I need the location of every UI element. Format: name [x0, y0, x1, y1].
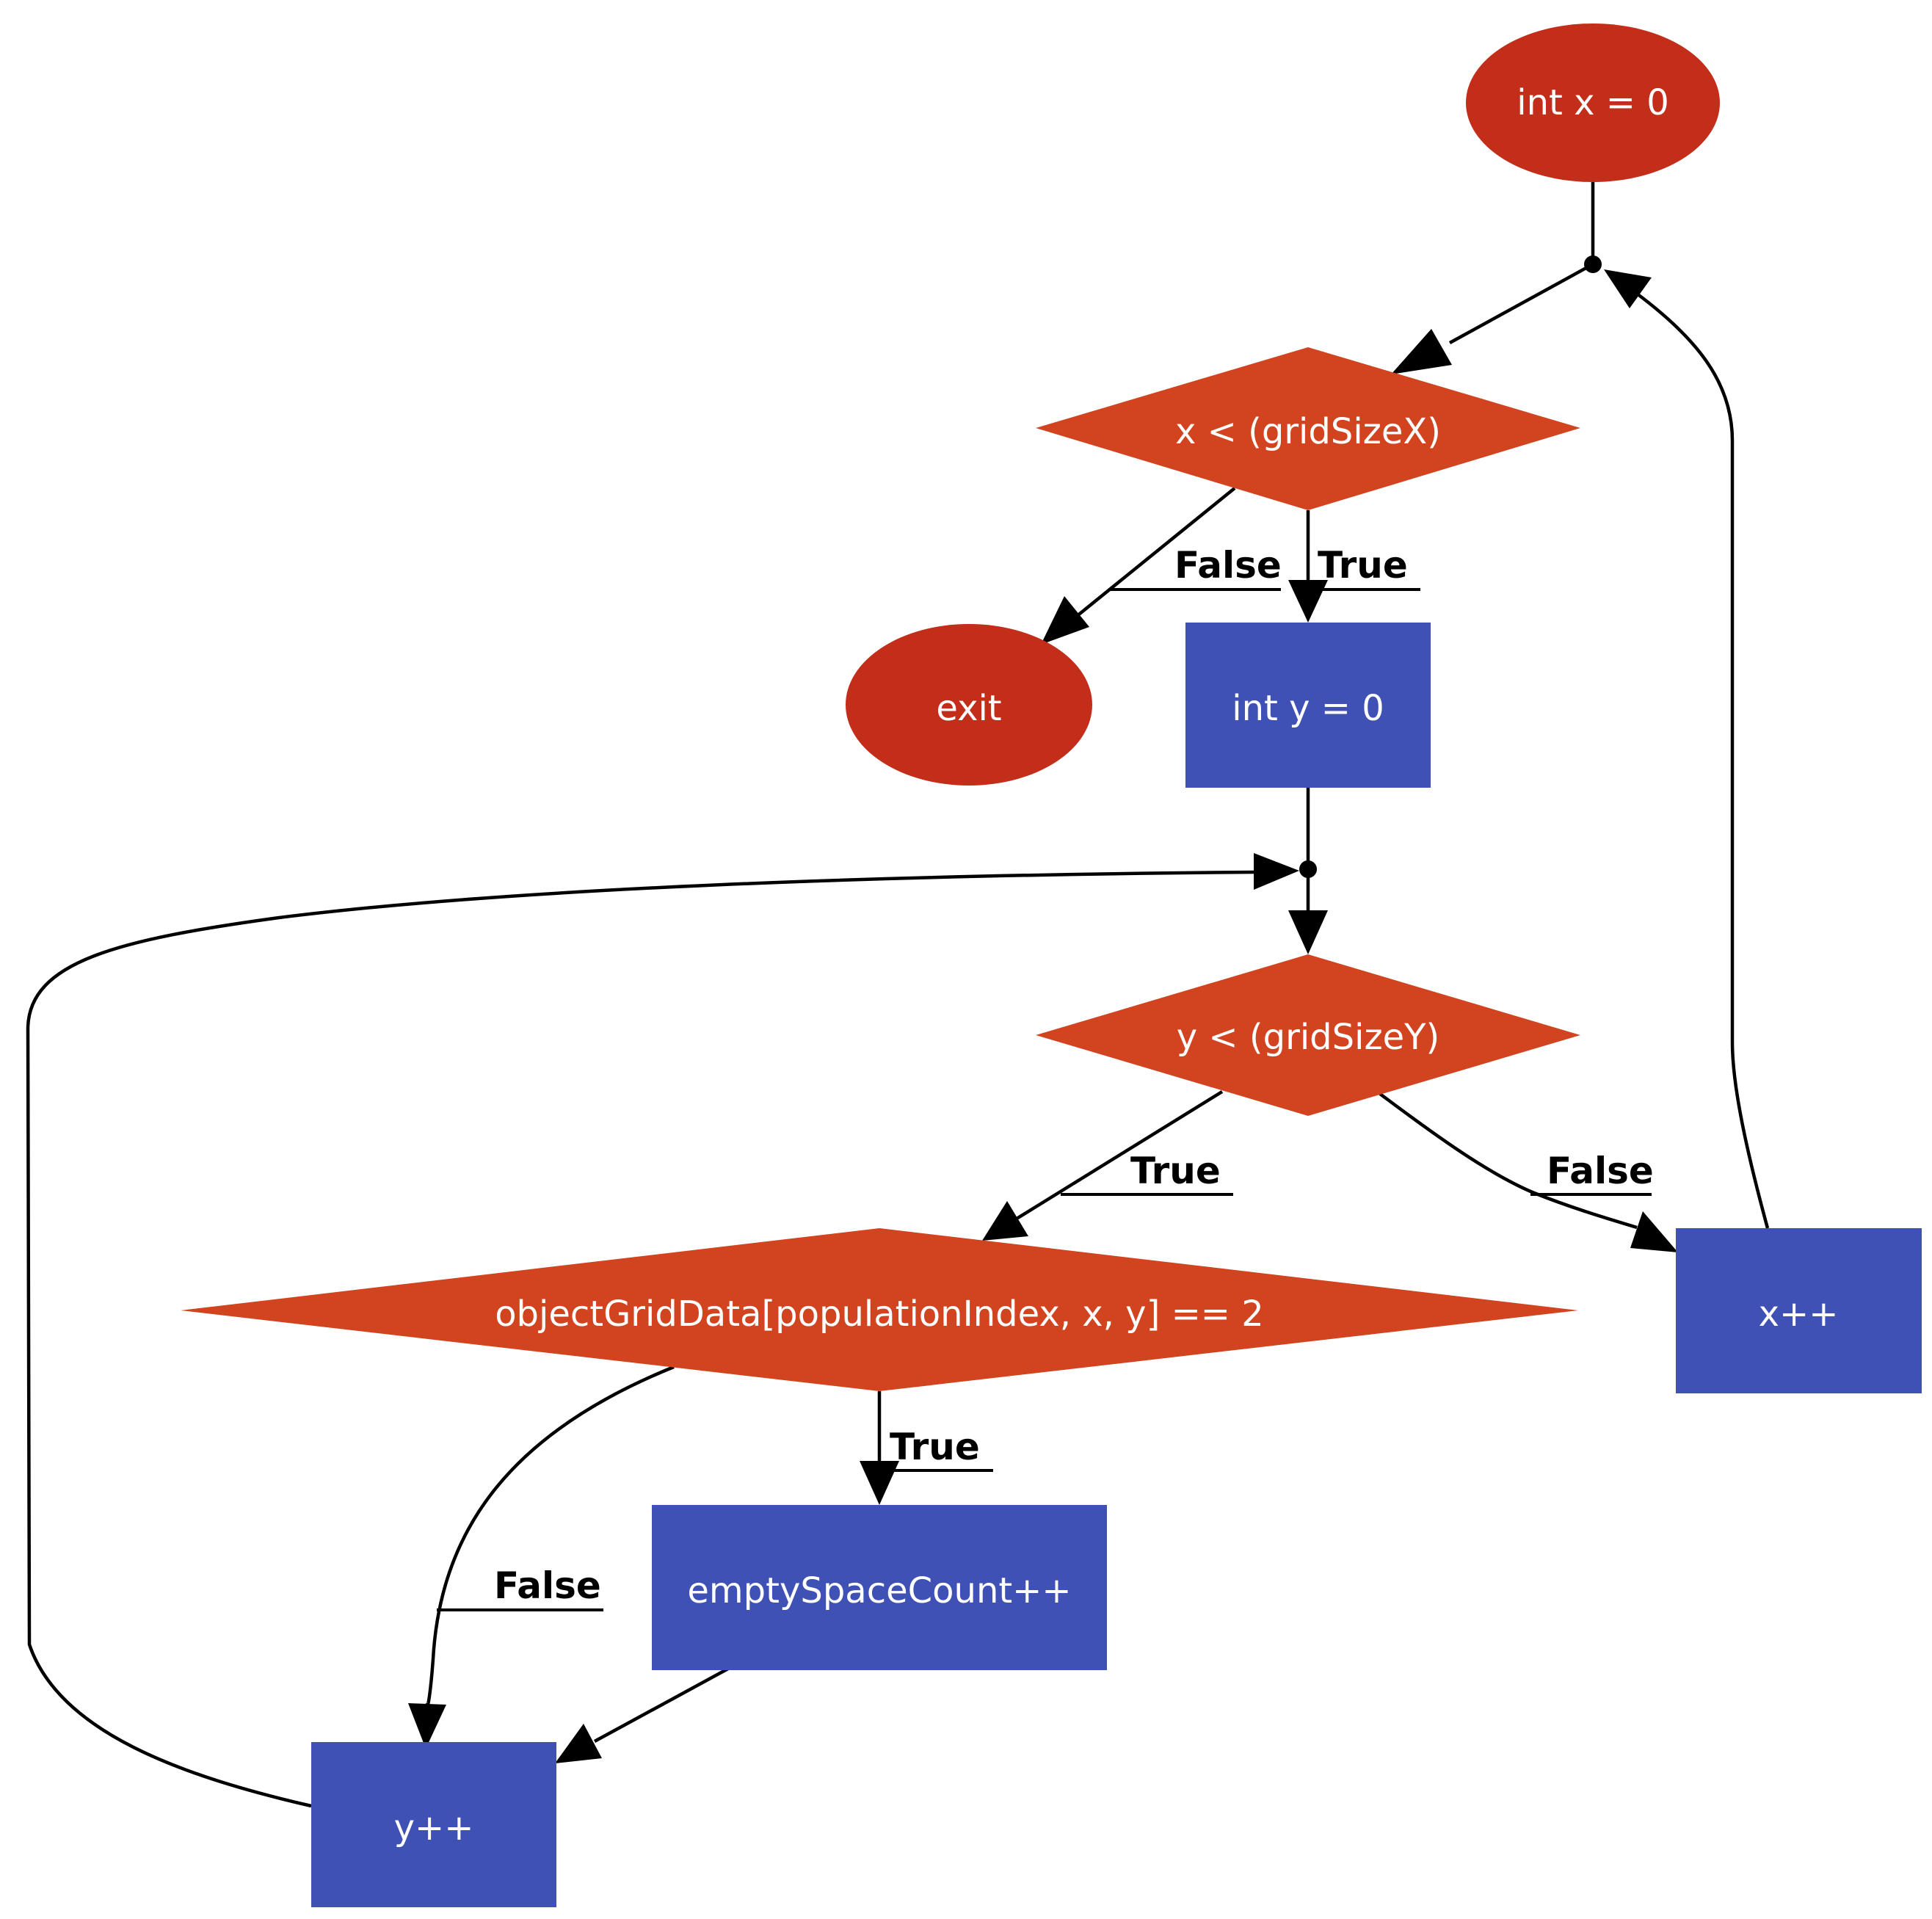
edge-junction-to-cond-x [1448, 263, 1594, 344]
edges [26, 182, 1770, 1808]
arrow-into-junction-2 [1254, 853, 1299, 890]
node-cond-grid: objectGridData[populationIndex, x, y] ==… [181, 1228, 1578, 1391]
node-increment-count: emptySpaceCount++ [652, 1505, 1107, 1670]
start-label: int x = 0 [1517, 82, 1669, 123]
arrow-into-cond-x [1391, 329, 1452, 374]
start-ellipse [1466, 23, 1720, 182]
junction-dot-outer-loop [1584, 255, 1602, 273]
exit-label: exit [936, 688, 1001, 729]
nodes: int x = 0 x < (gridSizeX) exit int y = 0… [181, 23, 1922, 1907]
node-increment-x: x++ [1676, 1228, 1922, 1393]
edge-labels: False True True False True False [437, 544, 1654, 1611]
exit-ellipse [846, 624, 1092, 786]
arrow-into-exit [1041, 596, 1089, 645]
increment-x-label: x++ [1759, 1294, 1839, 1335]
cond-grid-diamond [181, 1228, 1578, 1391]
increment-y-label: y++ [394, 1807, 474, 1849]
label-cond-y-true: True [1130, 1150, 1221, 1192]
arrow-into-cond-grid [982, 1201, 1028, 1241]
cond-x-diamond [1036, 347, 1580, 510]
label-cond-x-true: True [1318, 544, 1408, 587]
increment-count-label: emptySpaceCount++ [687, 1570, 1071, 1611]
init-y-label: int y = 0 [1232, 688, 1384, 729]
edge-increment-x-loop [1635, 292, 1770, 1229]
cond-grid-label: objectGridData[populationIndex, x, y] ==… [495, 1294, 1264, 1335]
init-y-box [1185, 623, 1431, 788]
node-start: int x = 0 [1466, 23, 1720, 182]
node-increment-y: y++ [311, 1742, 556, 1907]
node-exit: exit [846, 624, 1092, 786]
node-init-y: int y = 0 [1185, 623, 1431, 788]
label-cond-grid-false: False [494, 1564, 601, 1607]
edge-increment-y-loop [26, 870, 1256, 1808]
node-cond-y: y < (gridSizeY) [1036, 954, 1580, 1116]
increment-count-box [652, 1505, 1107, 1670]
node-cond-x: x < (gridSizeX) [1036, 347, 1580, 510]
edge-cond-grid-false [425, 1365, 675, 1707]
edge-count-to-y [593, 1667, 730, 1743]
arrow-into-increment-x [1630, 1211, 1678, 1252]
label-cond-x-false: False [1174, 544, 1282, 587]
junction-dot-inner-loop [1299, 860, 1317, 878]
cond-y-label: y < (gridSizeY) [1177, 1017, 1439, 1058]
edge-cond-y-false [1379, 1092, 1638, 1230]
edge-cond-x-false [1075, 487, 1236, 618]
cond-x-label: x < (gridSizeX) [1175, 411, 1441, 452]
edge-cond-y-true [1015, 1090, 1224, 1220]
cond-y-diamond [1036, 954, 1580, 1116]
arrow-into-cond-y [1288, 910, 1328, 954]
increment-y-box [311, 1742, 556, 1907]
arrow-into-increment-y-from-grid [408, 1703, 446, 1749]
increment-x-box [1676, 1228, 1922, 1393]
arrow-into-increment-y-from-count [555, 1724, 602, 1763]
label-cond-y-false: False [1547, 1150, 1654, 1192]
arrow-into-junction-1 [1604, 269, 1652, 308]
label-cond-grid-true: True [890, 1426, 980, 1468]
